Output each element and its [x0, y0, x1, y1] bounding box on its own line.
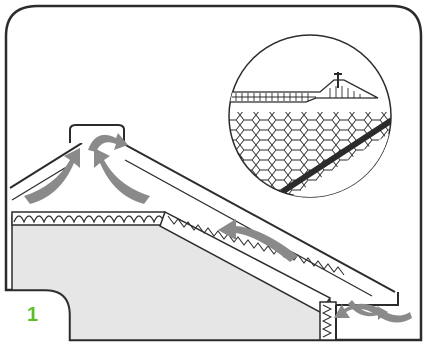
airflow-arrow-icon	[24, 148, 80, 204]
insulation-wave-flat	[13, 215, 165, 224]
airflow-arrow-icon	[94, 148, 150, 204]
inset-roof-edge	[280, 117, 391, 195]
airflow-arrow-icon	[218, 219, 298, 262]
inset-ridge-cap	[229, 79, 379, 103]
airflow-arrow-icon	[88, 133, 128, 152]
eave-baffle	[319, 301, 337, 340]
roof-slope-left	[9, 142, 83, 189]
airflow-arrows	[24, 133, 412, 323]
eave-baffle-zigzag	[321, 304, 333, 338]
step-number: 1	[27, 304, 39, 326]
airflow-arrow-icon	[348, 300, 388, 320]
baffle-zigzag	[167, 215, 345, 276]
roof-slope-right	[121, 142, 396, 293]
inset-nail-icon	[334, 72, 342, 88]
inset-vent-slots	[232, 86, 361, 101]
